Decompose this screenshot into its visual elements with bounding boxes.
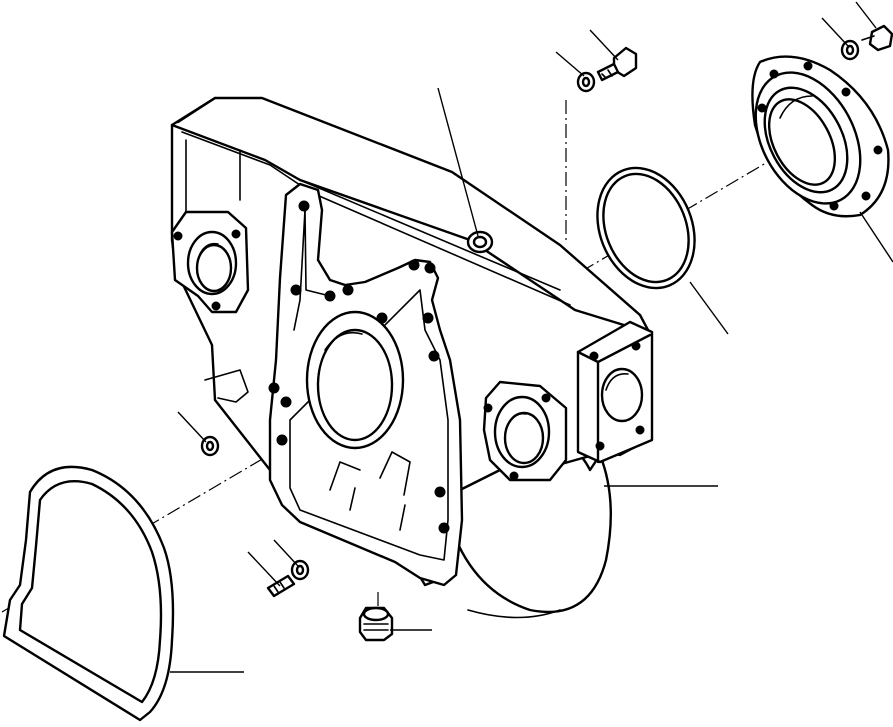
rear-oil-seal xyxy=(751,55,890,218)
plug xyxy=(358,606,394,642)
bolt xyxy=(266,574,296,598)
bolt-holes xyxy=(173,200,645,534)
washer xyxy=(290,559,310,581)
bolt xyxy=(861,24,893,52)
housing-gasket xyxy=(2,465,175,722)
o-ring xyxy=(596,166,696,290)
bolt xyxy=(596,46,638,82)
washer xyxy=(576,71,596,93)
fasteners xyxy=(200,24,893,598)
leader-lines xyxy=(170,1,893,673)
washer xyxy=(840,39,860,61)
flywheel-housing xyxy=(170,96,654,619)
